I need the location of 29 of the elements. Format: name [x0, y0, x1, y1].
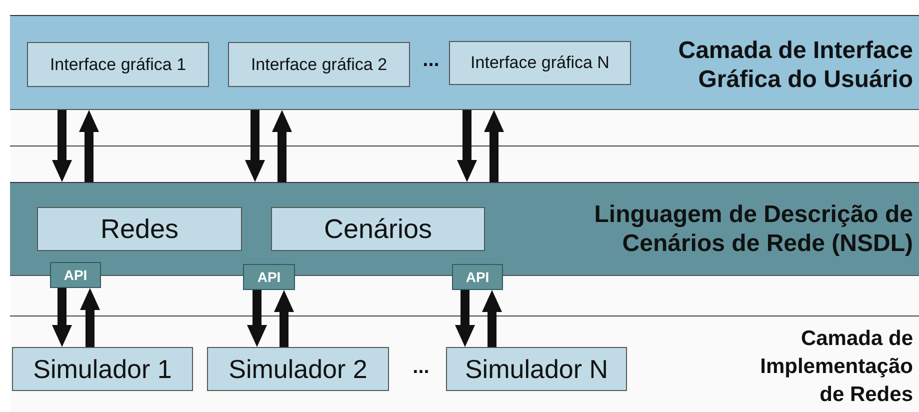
process-box: Simulador 2	[207, 347, 389, 391]
arrow	[274, 290, 294, 347]
process-box: Simulador N	[446, 347, 627, 391]
arrow	[247, 290, 267, 347]
layer-band	[10, 15, 919, 110]
layer-title: Linguagem de Descrição de Cenários de Rede (NSDL)	[593, 200, 913, 258]
layer-title: Camada de Implementação de Redes	[759, 326, 913, 408]
arrow	[245, 110, 265, 182]
api-tag: API	[50, 262, 101, 288]
arrow	[52, 288, 72, 347]
process-box: Simulador 1	[12, 347, 193, 391]
process-box: Interface gráfica 1	[27, 42, 209, 87]
process-box: Interface gráfica 2	[228, 42, 410, 87]
process-box: Redes	[37, 207, 242, 251]
process-box: Interface gráfica N	[449, 41, 631, 85]
process-box: Cenários	[271, 207, 485, 251]
arrow	[52, 110, 72, 182]
arrow	[80, 288, 100, 347]
layer-title: Camada de Interface Gráfica do Usuário	[677, 36, 913, 94]
arrow	[272, 110, 292, 182]
arrow	[79, 110, 99, 182]
ellipsis: ...	[422, 48, 440, 72]
api-tag: API	[452, 264, 503, 290]
ellipsis: ...	[412, 355, 430, 379]
arrow	[482, 290, 502, 347]
api-tag: API	[243, 264, 295, 290]
arrow	[484, 110, 504, 182]
arrow	[457, 110, 477, 182]
arrow	[455, 290, 475, 347]
